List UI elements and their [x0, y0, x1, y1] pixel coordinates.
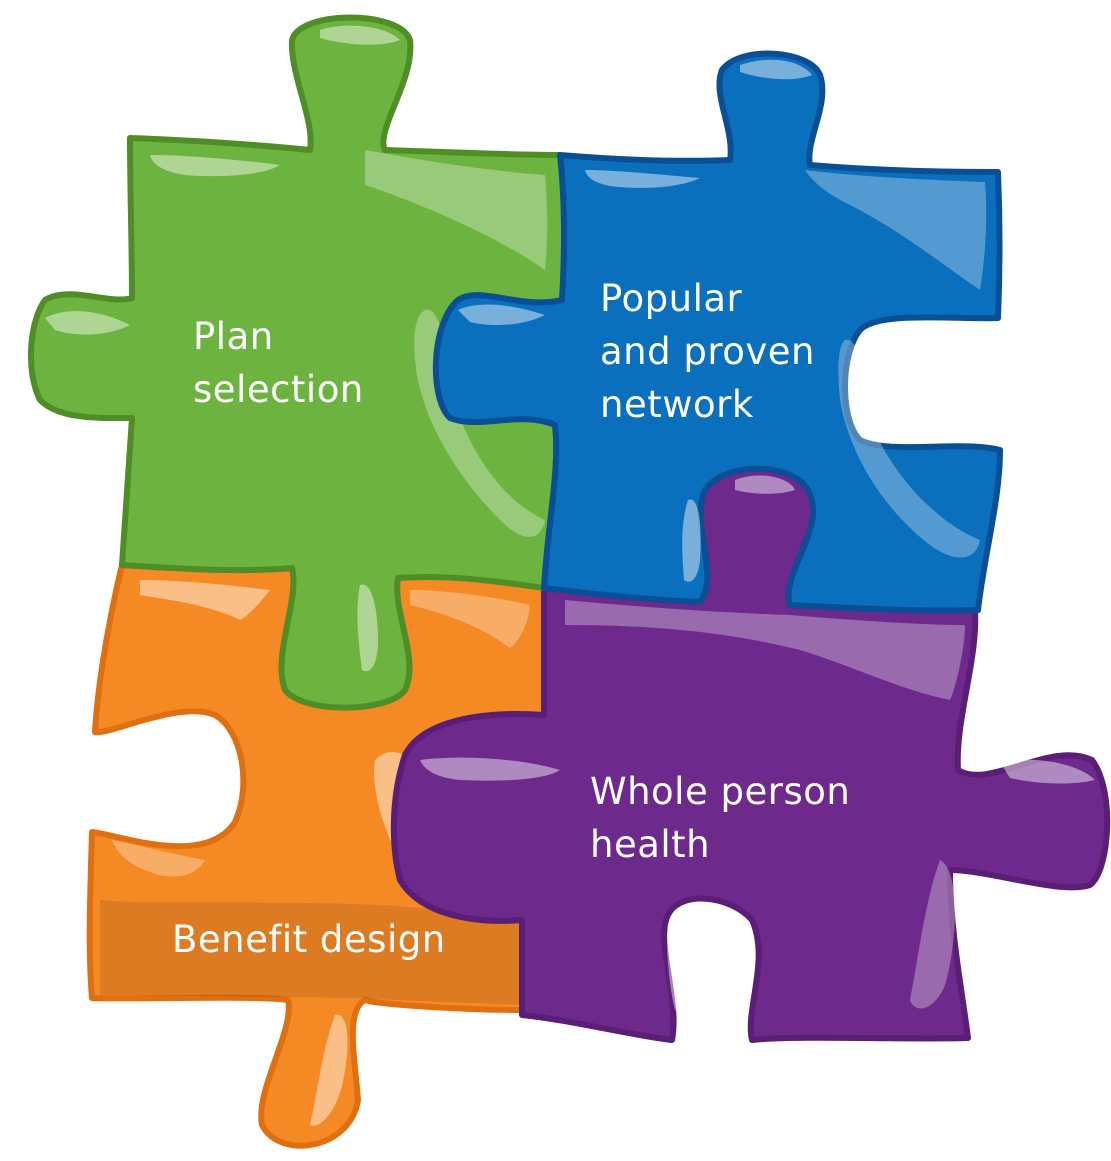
- gloss-highlight: [910, 860, 955, 1009]
- label-benefit-design: Benefit design: [172, 918, 446, 961]
- gloss-highlight: [667, 924, 686, 1012]
- label-line: Benefit design: [172, 918, 446, 961]
- gloss-highlight: [112, 840, 205, 877]
- gloss-highlight: [357, 584, 378, 672]
- puzzle-piece-popular-network: [432, 50, 1003, 614]
- label-line: Whole person: [590, 770, 850, 813]
- gloss-highlight: [805, 170, 987, 290]
- label-line: Plan: [193, 315, 274, 358]
- gloss-highlight: [735, 475, 795, 494]
- label-line: selection: [193, 368, 364, 411]
- label-popular-network: Popular and proven network: [600, 277, 827, 426]
- gloss-highlight: [45, 311, 130, 335]
- gloss-highlight: [458, 304, 545, 326]
- gloss-highlight: [320, 25, 400, 45]
- gloss-highlight: [410, 590, 530, 648]
- label-line: Popular: [600, 277, 743, 320]
- gloss-highlight: [585, 170, 700, 188]
- label-line: network: [600, 383, 754, 426]
- label-plan-selection: Plan selection: [193, 315, 364, 411]
- gloss-highlight: [1000, 759, 1095, 784]
- shade-region: [100, 900, 522, 1005]
- gloss-highlight: [140, 580, 270, 620]
- gloss-highlight: [310, 1014, 348, 1126]
- gloss-highlight: [565, 600, 965, 700]
- label-whole-person-health: Whole person health: [590, 770, 863, 866]
- gloss-highlight: [150, 155, 280, 177]
- gloss-highlight: [682, 499, 701, 582]
- piece-shape-blue: [432, 50, 1003, 614]
- gloss-highlight: [365, 150, 548, 270]
- label-line: and proven: [600, 330, 815, 373]
- gloss-highlight: [838, 339, 980, 558]
- gloss-highlight: [740, 59, 812, 80]
- label-line: health: [590, 823, 710, 866]
- gloss-highlight: [420, 757, 560, 781]
